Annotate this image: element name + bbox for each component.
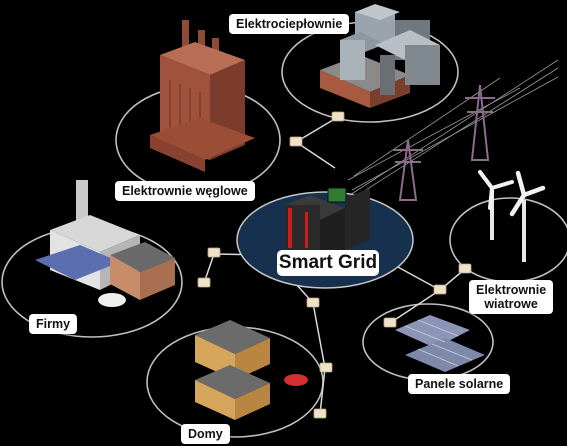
connectors xyxy=(197,111,472,419)
connector xyxy=(383,317,397,328)
connector xyxy=(319,362,333,373)
connector xyxy=(433,284,447,295)
car-icon xyxy=(284,374,308,386)
connector xyxy=(458,263,472,274)
connector xyxy=(207,247,221,258)
coal-label: Elektrownie węglowe xyxy=(115,181,255,201)
smart-grid-label: Smart Grid xyxy=(277,250,379,276)
connector xyxy=(306,297,320,308)
solar-panels-icon xyxy=(395,315,485,372)
business-label: Firmy xyxy=(29,314,78,334)
monitor-icon xyxy=(327,187,347,203)
solar-label: Panele solarne xyxy=(408,374,511,394)
connector xyxy=(331,111,345,122)
chp-label: Elektrociepłownie xyxy=(229,14,350,34)
truck-icon xyxy=(98,293,126,307)
connector xyxy=(313,408,327,419)
coal-plant-icon xyxy=(150,20,255,172)
server-racks xyxy=(285,187,370,262)
houses-icon xyxy=(195,320,308,420)
wind-label: Elektrownie wiatrowe xyxy=(469,280,554,314)
chp-plant-icon xyxy=(320,4,440,108)
connector xyxy=(289,136,303,147)
wind-label-line-1: Elektrownie xyxy=(476,283,547,297)
homes-label: Domy xyxy=(181,424,230,444)
transmission-towers xyxy=(393,84,495,201)
wind-turbines-icon xyxy=(478,170,546,262)
connector xyxy=(197,277,211,288)
power-lines xyxy=(347,59,559,201)
factory-icon xyxy=(35,180,175,307)
wind-label-line-2: wiatrowe xyxy=(484,297,538,311)
